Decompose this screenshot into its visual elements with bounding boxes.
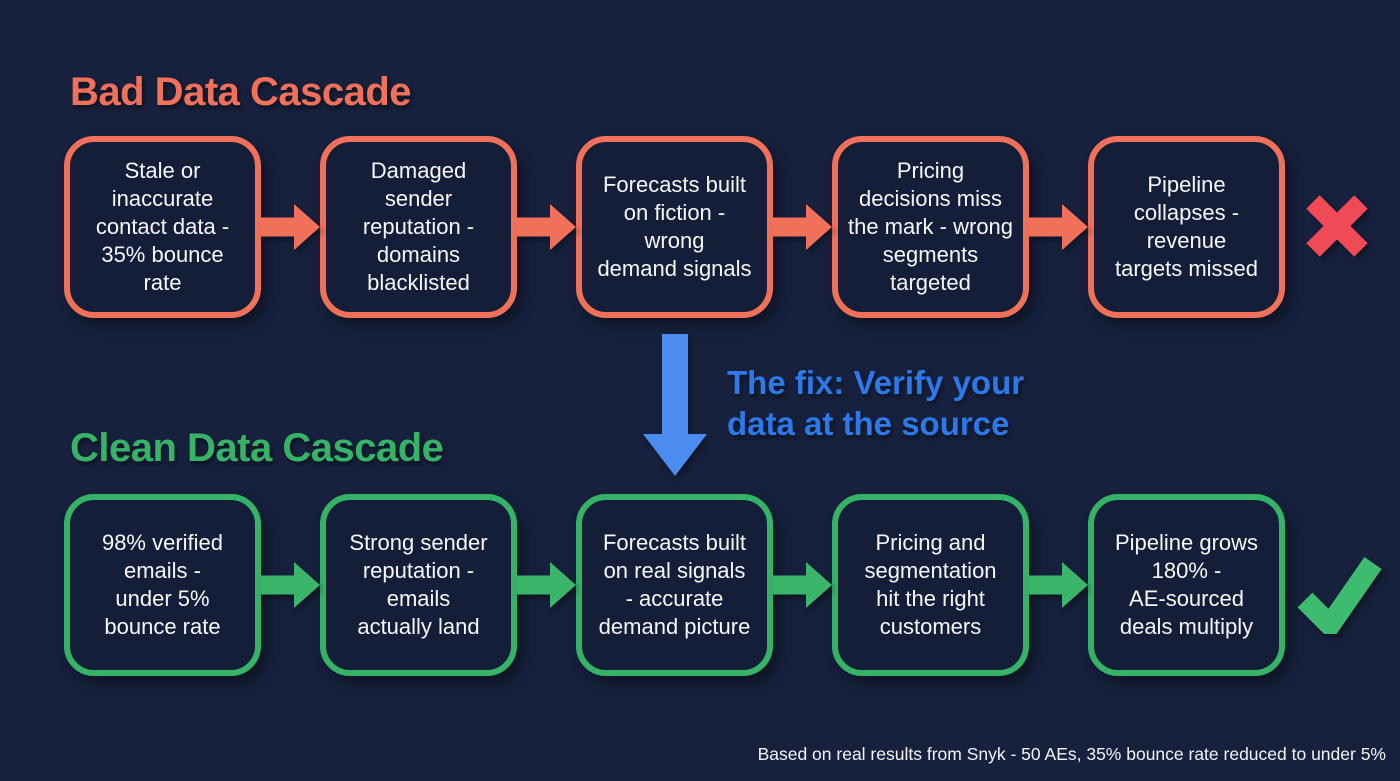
bad-step-5: Pipeline collapses - revenue targets mis… [1088,136,1285,318]
fix-caption: The fix: Verify your data at the source [727,364,1025,442]
bad-step-3: Forecasts built on fiction - wrong deman… [576,136,773,318]
bad-step-4-text: Pricing decisions miss the mark - wrong … [847,158,1014,295]
clean-cascade-title: Clean Data Cascade [70,426,444,470]
arrow-right-icon [773,562,832,608]
clean-step-2-text: Strong sender reputation - emails actual… [349,530,488,639]
clean-step-1: 98% verified emails - under 5% bounce ra… [64,494,261,676]
clean-cascade-row: 98% verified emails - under 5% bounce ra… [64,494,1285,676]
arrow-right-icon [261,204,320,250]
clean-step-1-text: 98% verified emails - under 5% bounce ra… [101,530,224,639]
arrow-right-icon [773,204,832,250]
clean-step-5: Pipeline grows 180% - AE-sourced deals m… [1088,494,1285,676]
bad-cascade-title: Bad Data Cascade [70,70,412,114]
check-mark-icon [1297,557,1382,634]
arrow-right-icon [1029,204,1088,250]
clean-step-4: Pricing and segmentation hit the right c… [832,494,1029,676]
bad-step-1-text: Stale or inaccurate contact data - 35% b… [95,158,230,295]
arrow-right-icon [1029,562,1088,608]
source-footnote: Based on real results from Snyk - 50 AEs… [757,744,1386,764]
bad-step-2: Damaged sender reputation - domains blac… [320,136,517,318]
arrow-right-icon [517,562,576,608]
clean-step-5-text: Pipeline grows 180% - AE-sourced deals m… [1114,530,1259,639]
x-mark-icon [1306,195,1368,257]
bad-step-4: Pricing decisions miss the mark - wrong … [832,136,1029,318]
bad-step-1: Stale or inaccurate contact data - 35% b… [64,136,261,318]
arrow-down-icon [643,334,707,476]
bad-step-3-text: Forecasts built on fiction - wrong deman… [597,172,752,281]
arrow-right-icon [517,204,576,250]
clean-step-2: Strong sender reputation - emails actual… [320,494,517,676]
bad-step-5-text: Pipeline collapses - revenue targets mis… [1114,172,1259,281]
clean-step-4-text: Pricing and segmentation hit the right c… [864,530,997,639]
bad-step-2-text: Damaged sender reputation - domains blac… [362,158,475,295]
clean-step-3: Forecasts built on real signals - accura… [576,494,773,676]
clean-step-3-text: Forecasts built on real signals - accura… [598,530,751,639]
arrow-right-icon [261,562,320,608]
bad-cascade-row: Stale or inaccurate contact data - 35% b… [64,136,1285,318]
